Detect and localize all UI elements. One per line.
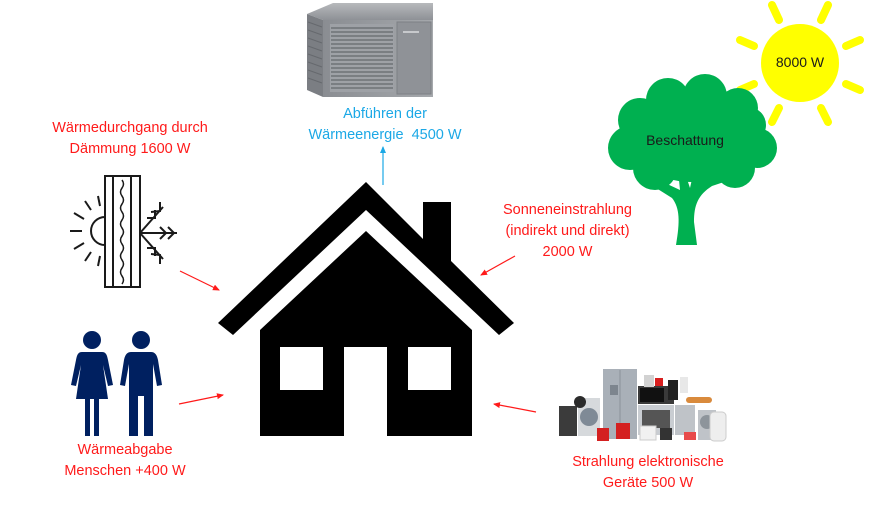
devices-radiation-label: Strahlung elektronische Geräte 500 W: [548, 452, 748, 494]
label-line: (indirekt und direkt): [505, 223, 630, 239]
sun-disc: [761, 24, 839, 102]
house-icon: [218, 182, 514, 436]
heat-pump-grille: [331, 27, 393, 89]
label-line: Wärmedurchgang durch: [52, 120, 208, 136]
electronic-appliances-icon: [559, 369, 727, 442]
house-body: [260, 231, 472, 436]
label-line: Strahlung elektronische: [572, 454, 724, 470]
warm-sun-icon: [70, 195, 106, 267]
people-icon: [71, 331, 162, 436]
heat-flow-arrows: [178, 146, 537, 413]
heat-pump-side-vents: [307, 21, 323, 84]
people-heat-label: Wärmeabgabe Menschen +400 W: [30, 440, 220, 482]
arrow-people-to-house: [178, 393, 224, 405]
label-line: Dämmung 1600 W: [69, 141, 191, 157]
shading-label: Beschattung: [646, 132, 724, 148]
snowflake-icon: [139, 202, 177, 264]
label-line: 2000 W: [542, 244, 593, 260]
sun-icon: [736, 1, 864, 126]
man-figure: [120, 331, 162, 436]
house-roof: [218, 182, 514, 335]
insulation-wall-icon: [70, 175, 177, 288]
arrow-sun-to-house: [480, 255, 516, 276]
heat-pump-removal-label: Abführen der Wärmeenergie 4500 W: [280, 104, 490, 146]
solar-irradiation-label: Sonneneinstrahlung (indirekt und direkt)…: [480, 200, 655, 263]
arrow-insulation-to-house: [179, 270, 220, 291]
label-line: Wärmeenergie 4500 W: [308, 127, 462, 143]
label-line: Geräte 500 W: [602, 475, 694, 491]
heat-pump-unit-icon: [307, 3, 433, 97]
insulation-heat-transfer-label: Wärmedurchgang durch Dämmung 1600 W: [30, 118, 230, 160]
label-line: Menschen +400 W: [64, 463, 186, 479]
heater: [686, 397, 712, 403]
label-line: Abführen der: [343, 106, 427, 122]
label-line: Sonneneinstrahlung: [503, 202, 632, 218]
heat-pump-logo: [403, 31, 419, 33]
woman-figure: [71, 331, 113, 436]
label-line: Wärmeabgabe: [77, 442, 173, 458]
tree-icon: [608, 74, 777, 245]
sun-power-label: 8000 W: [775, 54, 825, 70]
arrow-devices-to-house: [493, 402, 537, 413]
